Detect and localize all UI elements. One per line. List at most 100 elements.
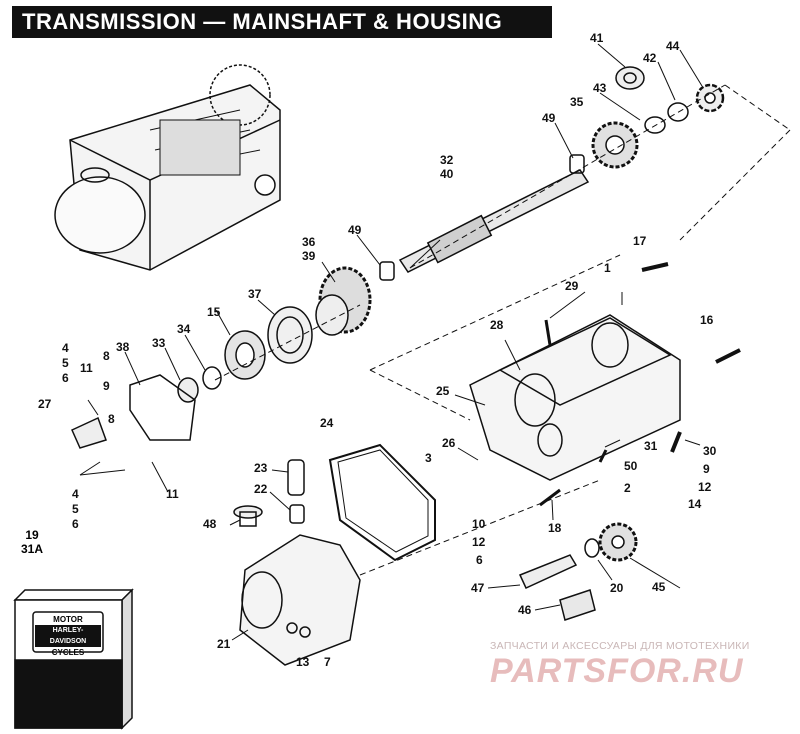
nut-44-icon xyxy=(695,83,725,113)
callout-22: 22 xyxy=(254,482,268,496)
callout-6-upper: 6 xyxy=(62,371,69,385)
callout-4-upper: 4 xyxy=(62,341,69,355)
pin-16-icon xyxy=(715,348,741,364)
stud-18-icon xyxy=(539,488,561,507)
gear-45-icon xyxy=(598,522,638,562)
bolt-30-icon xyxy=(670,431,682,453)
callout-47: 47 xyxy=(471,581,485,595)
callout-18: 18 xyxy=(548,521,562,535)
callout-25: 25 xyxy=(436,384,450,398)
pin-23-icon xyxy=(287,459,305,496)
washer-20-icon xyxy=(584,538,600,558)
bushing-46-icon xyxy=(559,589,596,621)
callout-39: 39 xyxy=(302,249,316,263)
washer-34-icon xyxy=(202,366,222,390)
callout-34: 34 xyxy=(177,322,191,336)
callout-11-upper: 11 xyxy=(80,361,93,375)
callout-9-right: 9 xyxy=(703,462,710,476)
callout-31A: 31A xyxy=(20,542,43,556)
callout-33: 33 xyxy=(152,336,166,350)
callout-28: 28 xyxy=(490,318,504,332)
callout-26: 26 xyxy=(442,436,456,450)
callout-16: 16 xyxy=(700,313,714,327)
callout-11-lower: 11 xyxy=(166,487,179,501)
callout-46: 46 xyxy=(518,603,532,617)
bushing-49b-icon xyxy=(379,261,395,281)
bearing-37-icon xyxy=(267,306,313,364)
callout-4-lower: 4 xyxy=(72,487,79,501)
callout-1: 1 xyxy=(604,261,611,275)
callout-24: 24 xyxy=(320,416,334,430)
bearing-41-icon xyxy=(615,66,645,90)
callout-8-lower: 8 xyxy=(108,412,115,426)
callout-49-lower: 49 xyxy=(348,223,362,237)
bolt-29-icon xyxy=(544,319,552,346)
callout-9-left: 9 xyxy=(103,379,110,393)
callout-6-lower: 6 xyxy=(72,517,79,531)
callout-50: 50 xyxy=(624,459,638,473)
callout-30: 30 xyxy=(703,444,717,458)
callout-17: 17 xyxy=(633,234,647,248)
callout-29: 29 xyxy=(565,279,579,293)
housing-28 xyxy=(469,314,681,481)
box-logo-line-1: MOTOR xyxy=(53,615,83,624)
callout-12-lower: 12 xyxy=(472,535,486,549)
callout-23: 23 xyxy=(254,461,268,475)
callout-48: 48 xyxy=(203,517,217,531)
callout-44: 44 xyxy=(666,39,680,53)
callout-20: 20 xyxy=(610,581,624,595)
cover-38-icon xyxy=(129,374,196,441)
callout-41: 41 xyxy=(590,31,604,45)
callout-45: 45 xyxy=(652,580,666,594)
gear-36-icon xyxy=(315,266,372,336)
callout-5-lower: 5 xyxy=(72,502,79,516)
callout-27: 27 xyxy=(38,397,52,411)
callout-42: 42 xyxy=(643,51,657,65)
watermark-logo: PARTSFOR.RU xyxy=(490,652,744,690)
callout-32: 32 xyxy=(440,153,454,167)
callout-3: 3 xyxy=(425,451,432,465)
callout-12-right: 12 xyxy=(698,480,712,494)
side-cover-21 xyxy=(239,534,361,666)
callout-2: 2 xyxy=(624,481,631,495)
box-logo-line-3: CYCLES xyxy=(51,648,85,657)
box-label: 19 31A xyxy=(12,528,52,556)
callout-8-upper: 8 xyxy=(103,349,110,363)
washer-43-icon xyxy=(644,116,666,134)
mainshaft xyxy=(398,169,590,273)
gasket-24-icon xyxy=(328,443,436,562)
callout-7: 7 xyxy=(324,655,331,669)
callout-38: 38 xyxy=(116,340,130,354)
callout-14: 14 xyxy=(688,497,702,511)
callout-19: 19 xyxy=(25,528,39,542)
callout-35: 35 xyxy=(570,95,584,109)
watermark-tagline: ЗАПЧАСТИ И АКСЕССУАРЫ ДЛЯ МОТОТЕХНИКИ xyxy=(490,640,750,652)
callout-21: 21 xyxy=(217,637,231,651)
callout-49-upper: 49 xyxy=(542,111,556,125)
spring-22-icon xyxy=(289,504,305,524)
callout-40: 40 xyxy=(440,167,454,181)
diagram-title: TRANSMISSION — MAINSHAFT & HOUSING xyxy=(12,6,552,38)
assembled-transmission xyxy=(54,64,281,271)
callout-43: 43 xyxy=(593,81,607,95)
pin-17-icon xyxy=(641,262,669,272)
callout-31: 31 xyxy=(644,439,658,453)
product-box-19 xyxy=(13,588,134,730)
callout-5-upper: 5 xyxy=(62,356,69,370)
callout-37: 37 xyxy=(248,287,262,301)
callout-6-lower-right: 6 xyxy=(476,553,483,567)
nut-33-icon xyxy=(177,377,199,403)
ring-42-icon xyxy=(667,102,689,122)
box-logo: MOTOR HARLEY-DAVIDSON CYCLES xyxy=(35,614,101,658)
bracket-27-icon xyxy=(71,416,107,449)
callout-15: 15 xyxy=(207,305,221,319)
callout-10: 10 xyxy=(472,517,486,531)
box-logo-line-2: HARLEY-DAVIDSON xyxy=(35,625,101,647)
bearing-15-icon xyxy=(224,330,266,380)
gear-35-icon xyxy=(591,121,639,169)
bushing-49-icon xyxy=(569,154,585,174)
plug-48-icon xyxy=(233,505,263,527)
callout-13: 13 xyxy=(296,655,310,669)
shaft-47-icon xyxy=(518,554,578,589)
